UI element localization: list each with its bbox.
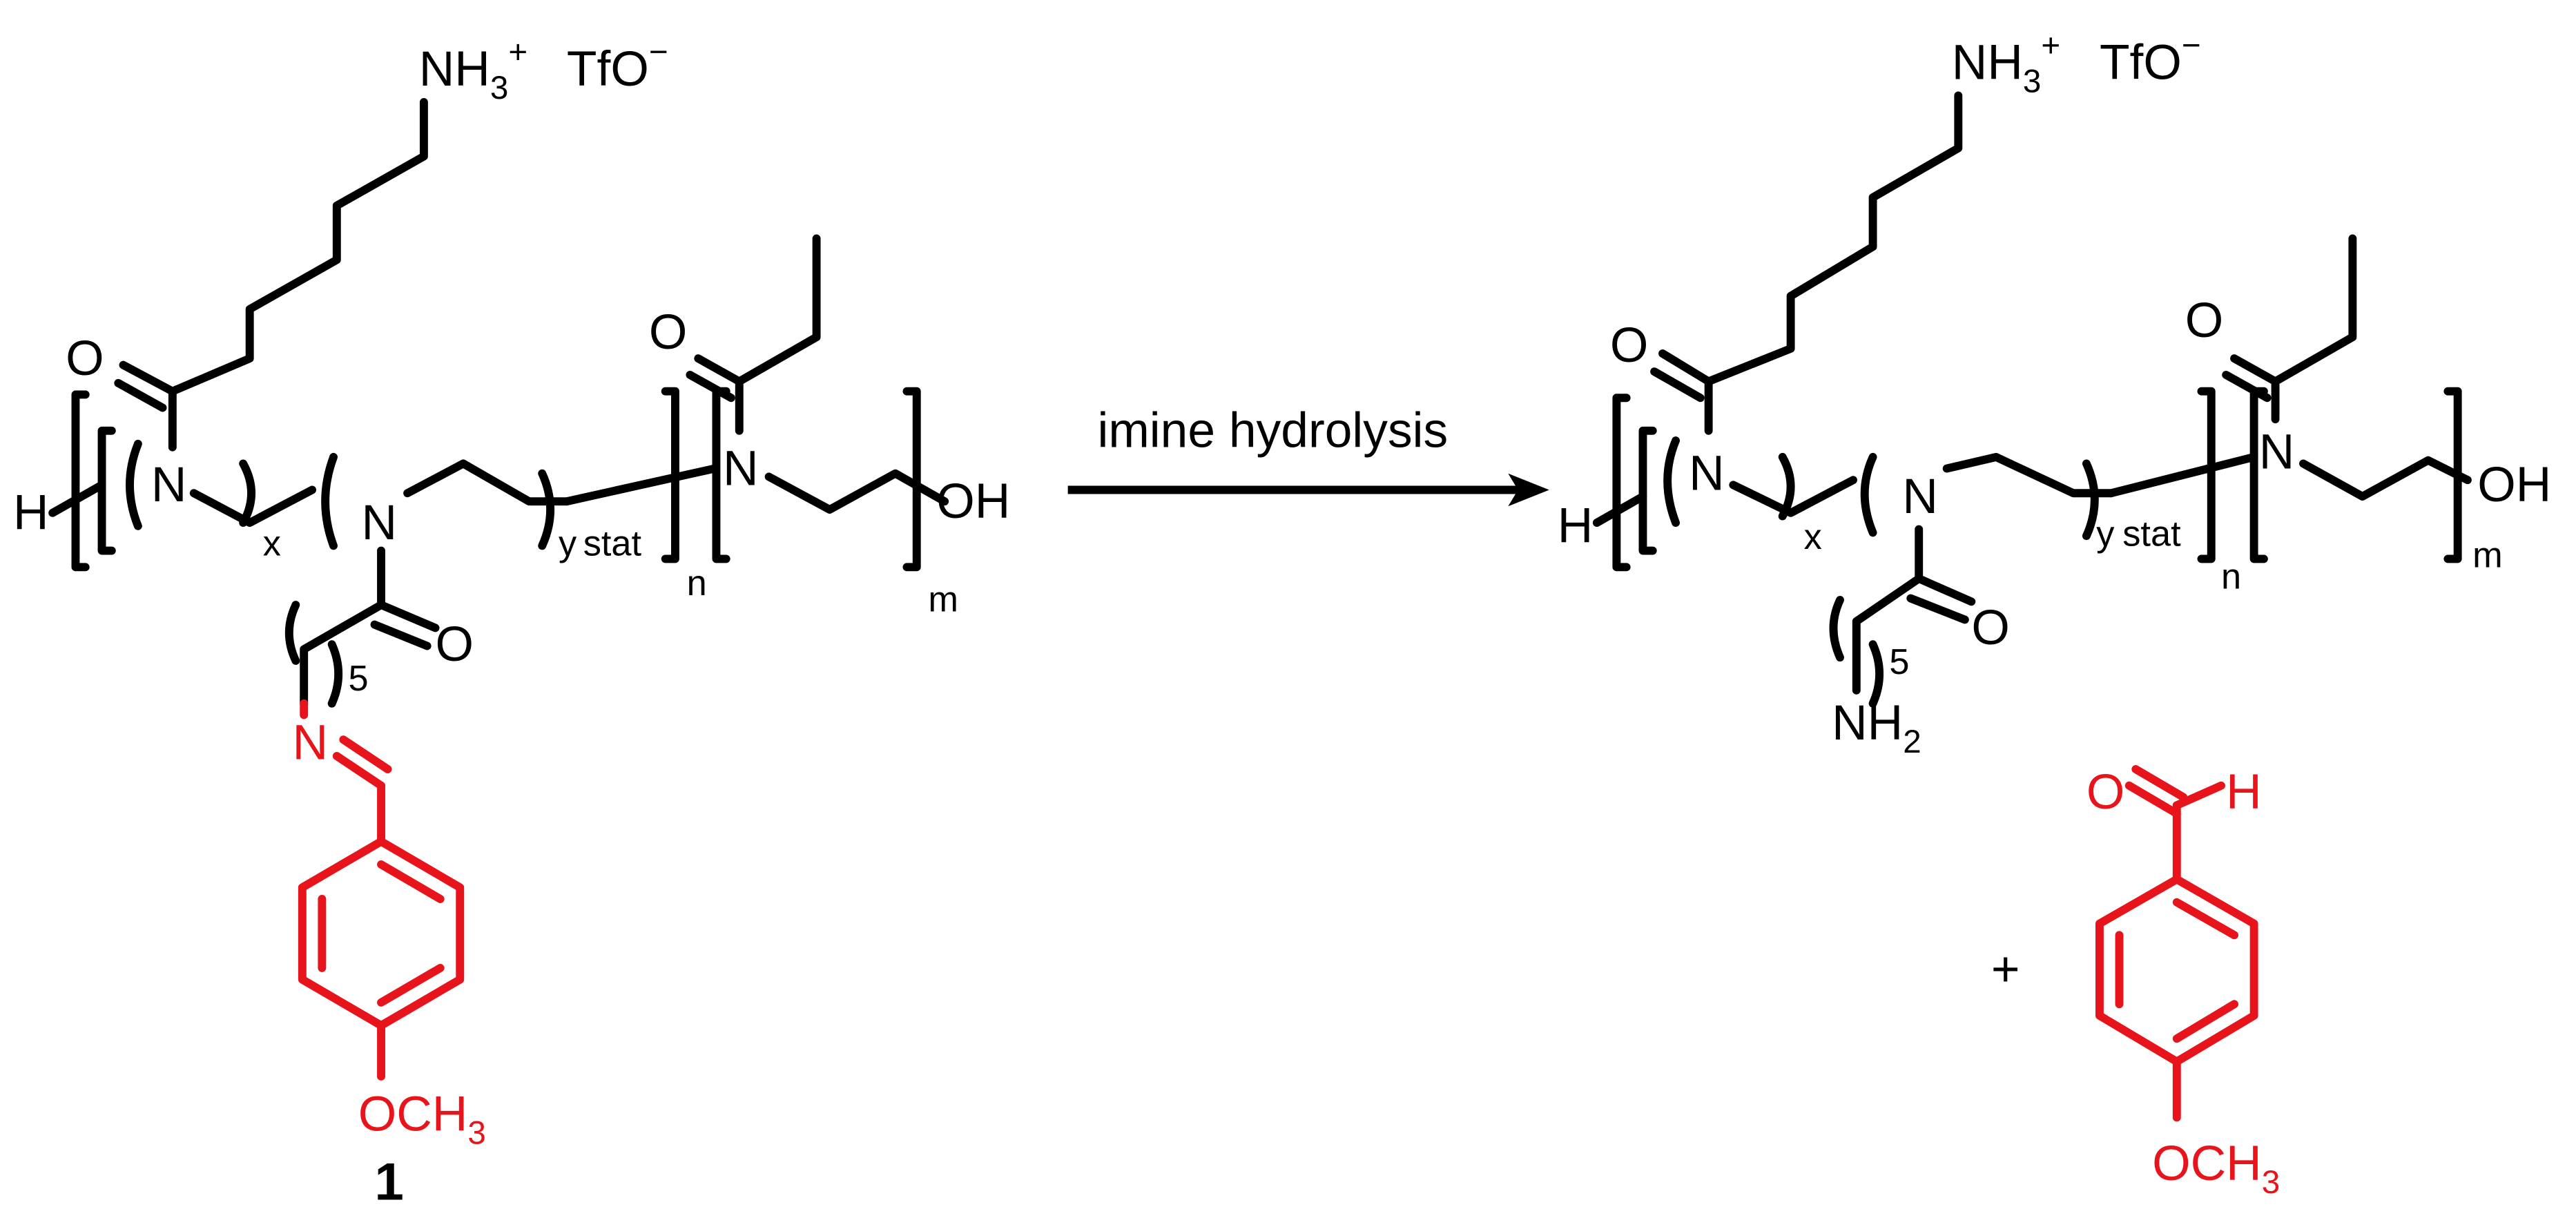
aldehyde-h: H — [2226, 764, 2262, 820]
aldehyde-ch-bond — [2172, 781, 2225, 810]
product-paren-y-right — [2082, 459, 2099, 541]
aldehyde-ring-double-1 — [2172, 898, 2239, 940]
aldehyde-carbonyl-bond — [2124, 781, 2181, 818]
reactant-ring-double-1 — [377, 860, 445, 903]
reactant-propionyl-co-2 — [686, 370, 735, 403]
reactant-paren-y-right — [538, 469, 554, 550]
reactant-carbonyl-o: O — [66, 331, 104, 386]
product-structure: NH3+ TfO− O H N x N y stat n O — [1558, 27, 2552, 760]
product-hydroxyl: OH — [2477, 457, 2551, 512]
product-propionyl-co — [2230, 354, 2280, 386]
reactant-imine-bond-2 — [339, 735, 392, 773]
reactant-side-carbonyl — [377, 601, 440, 632]
reactant-structure: NH3+ TfO− O H N x N y stat n — [13, 34, 1010, 1212]
product-propionyl-o: O — [2185, 293, 2224, 348]
reactant-sub-n: n — [687, 563, 707, 603]
product-n3: N — [2259, 425, 2295, 480]
aldehyde-ring-double-2 — [2172, 1000, 2239, 1043]
reactant-side-carbonyl-2 — [370, 620, 432, 650]
reactant-bracket-outer-left — [71, 390, 90, 572]
product-pentyl-link — [1852, 574, 1924, 695]
product-ammonium-label: NH3+ — [1952, 27, 2060, 99]
product-sub-stat: stat — [2122, 514, 2181, 554]
reactant-ammonium-label: NH3+ — [419, 34, 527, 106]
product-amine-label: NH2 — [1832, 695, 1921, 760]
product-paren-x-left — [1663, 436, 1681, 528]
reactant-sub-m: m — [928, 580, 958, 620]
reaction-arrow-head — [1508, 473, 1549, 507]
product-sub-5: 5 — [1889, 642, 1909, 682]
reaction-arrow-group: imine hydrolysis — [1067, 403, 1549, 507]
product-side-o: O — [1971, 600, 2010, 655]
reactant-sub-y: y — [559, 524, 577, 564]
product-paren-5-left — [1829, 595, 1844, 662]
product-sub-n: n — [2221, 557, 2241, 597]
product-n1: N — [1689, 445, 1725, 501]
product-sub-x: x — [1804, 517, 1822, 557]
product-side-carbonyl — [1915, 574, 1976, 606]
product-propionyl — [2271, 234, 2357, 386]
product-hexyl-chain — [1704, 91, 1963, 386]
reactant-n1: N — [151, 457, 187, 512]
product-bracket-inner-left — [1638, 426, 1657, 555]
reactant-paren-5-left — [284, 601, 300, 665]
reaction-plus-sign: + — [1991, 942, 2020, 997]
reactant-sub-x: x — [263, 524, 281, 564]
reactant-paren-x-left — [126, 439, 142, 530]
reactant-bracket-m-right — [902, 387, 921, 572]
product-backbone-x — [1729, 476, 1857, 517]
reactant-bracket-inner-left — [97, 426, 116, 555]
product-carbonyl-o: O — [1610, 318, 1649, 373]
aldehyde-carbonyl-bond-2 — [2131, 765, 2188, 802]
reactant-propionyl-o: O — [649, 304, 688, 360]
reactant-bracket-n-right — [661, 387, 679, 563]
product-bracket-outer-left — [1612, 394, 1631, 572]
product-h-terminus: H — [1558, 499, 1594, 554]
product-sub-m: m — [2472, 535, 2503, 575]
aldehyde-o: O — [2086, 764, 2125, 820]
reactant-paren-x-right — [239, 459, 255, 528]
reactant-side-o: O — [436, 617, 474, 672]
product-paren-y-left — [1860, 452, 1877, 537]
reactant-carbonyl-bond-2 — [114, 378, 167, 412]
reactant-n3: N — [723, 441, 759, 496]
reactant-sub-5: 5 — [348, 659, 368, 699]
reactant-propionyl-co — [694, 354, 744, 386]
reactant-sub-stat: stat — [583, 524, 642, 564]
product-propionyl-co-2 — [2222, 370, 2272, 403]
reactant-methoxy-label: OCH3 — [358, 1086, 486, 1151]
product-bracket-m-right — [2443, 387, 2462, 563]
reactant-hydroxyl: OH — [936, 474, 1010, 529]
reactant-counterion-label: TfO− — [567, 34, 668, 97]
reactant-stat-bond — [562, 464, 719, 506]
product-sub-y: y — [2096, 514, 2115, 554]
reactant-carbonyl-bond — [119, 360, 177, 396]
reactant-n2: N — [361, 495, 397, 550]
reactant-backbone-x — [189, 485, 317, 528]
reactant-paren-y-left — [321, 452, 338, 550]
reactant-imine-bond — [332, 752, 385, 790]
product-carbonyl-bond-2 — [1650, 367, 1705, 403]
reactant-hexyl-chain — [168, 97, 428, 396]
reactant-pentyl-link — [300, 601, 385, 708]
product-paren-x-right — [1778, 452, 1795, 521]
product-carbonyl-bond — [1658, 349, 1713, 386]
reactant-h-terminus: H — [13, 485, 49, 541]
aldehyde-structure: O H OCH3 — [2086, 764, 2280, 1201]
product-n2: N — [1902, 469, 1938, 524]
product-bracket-n-right — [2197, 387, 2216, 563]
reaction-arrow-label: imine hydrolysis — [1097, 403, 1448, 458]
product-stat-bond — [2107, 452, 2258, 498]
reactant-compound-number: 1 — [375, 1152, 404, 1211]
reactant-paren-5-right — [327, 640, 343, 708]
product-counterion-label: TfO− — [2100, 27, 2201, 90]
product-paren-5-right — [1868, 640, 1884, 708]
reactant-ring-double-2 — [377, 963, 445, 1007]
product-m-backbone — [2299, 456, 2472, 501]
aldehyde-methoxy-label: OCH3 — [2152, 1136, 2280, 1201]
reactant-propionyl — [735, 234, 821, 386]
product-side-carbonyl-2 — [1906, 594, 1969, 624]
reactant-imine-n: N — [293, 715, 329, 771]
